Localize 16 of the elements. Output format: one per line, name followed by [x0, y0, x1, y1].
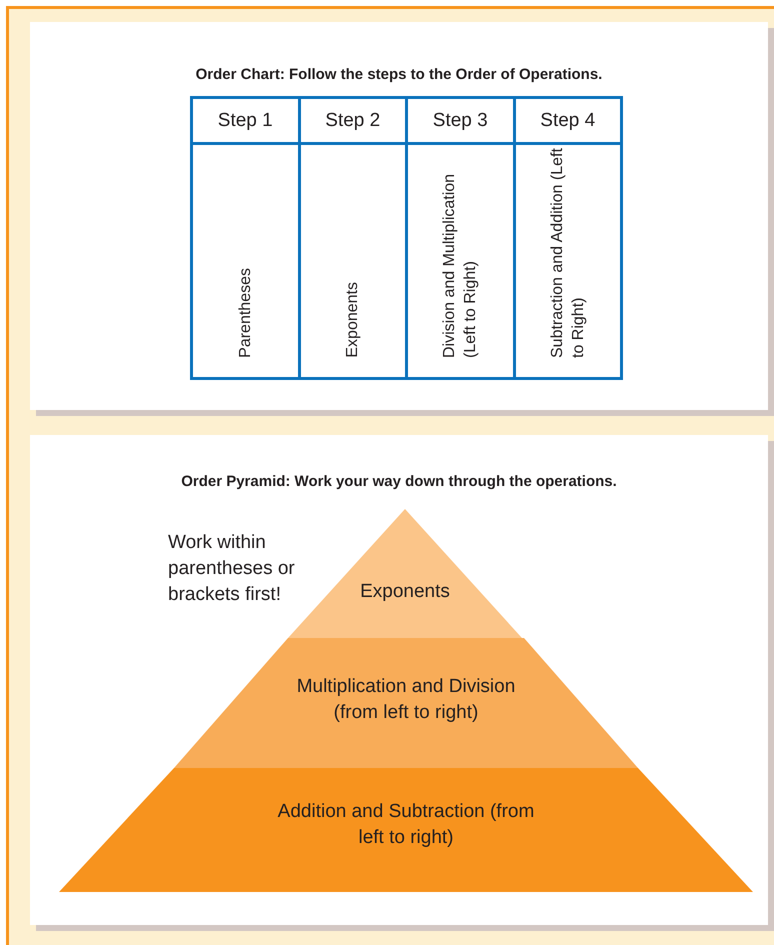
operation-text: Exponents: [343, 282, 362, 358]
pyramid-layer: [174, 638, 638, 768]
pyramid-layer: [59, 768, 753, 892]
layer-text: Multiplication and Division (from left to right): [296, 675, 516, 725]
step-header: Step 1: [218, 110, 273, 130]
note-text: Work within parentheses or brackets first!: [168, 531, 296, 607]
step-header: Step 2: [325, 110, 380, 130]
operation-text: Parentheses: [236, 268, 255, 358]
operation-text: Subtraction and Addition (Left to Right): [548, 147, 588, 358]
step-header: Step 4: [540, 110, 596, 130]
layer-text: Addition and Subtraction (from left to right): [276, 800, 536, 850]
chart-heading: Order Chart: Follow the steps to the Order of Operations.: [194, 66, 604, 83]
operation-text: Division and Multiplication (Left to Right): [440, 172, 480, 358]
pyramid-heading: Order Pyramid: Work your way down through the operations.: [180, 473, 618, 490]
layer-text: Exponents: [359, 580, 451, 604]
step-header: Step 3: [432, 110, 488, 130]
